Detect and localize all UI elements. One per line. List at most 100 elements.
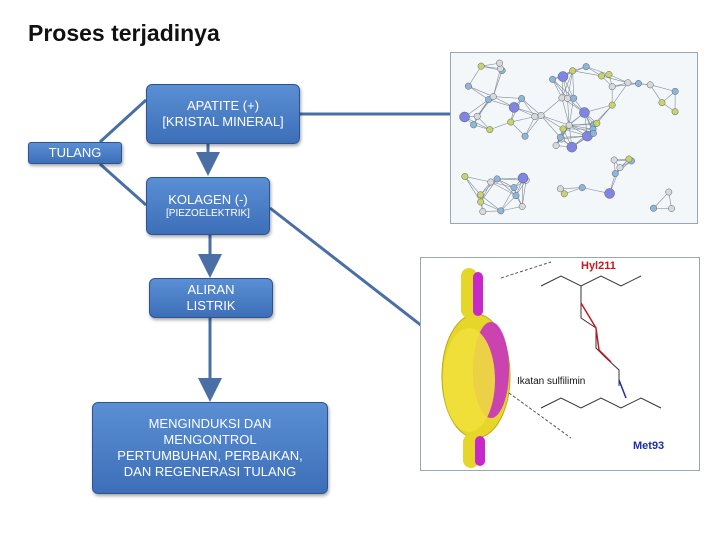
lattice-atom — [569, 67, 577, 75]
lattice-bond — [521, 180, 527, 207]
aliran-label-1: ALIRAN — [187, 281, 235, 297]
kolagen-sublabel: [PIEZOELEKTRIK] — [166, 207, 250, 219]
lattice-atom — [507, 118, 515, 126]
lattice-atom — [589, 129, 597, 137]
lattice-bond — [650, 84, 676, 92]
lattice-bond — [524, 116, 536, 137]
lattice-bond — [492, 68, 501, 97]
apatite-sublabel: [KRISTAL MINERAL] — [162, 114, 284, 129]
lattice-atom — [518, 203, 526, 210]
met-label: Met93 — [633, 440, 665, 452]
lattice-bond — [596, 104, 613, 124]
meng-line-1: MENGINDUKSI DAN — [148, 415, 272, 431]
lattice-atom — [665, 188, 673, 196]
lattice-bond — [480, 201, 501, 212]
lattice-atom — [624, 79, 632, 87]
tulang-box: TULANG — [28, 142, 122, 164]
apatite-crystal-image — [450, 52, 698, 224]
lattice-atom — [616, 164, 624, 172]
lattice-bond — [480, 181, 492, 203]
lattice-atom — [470, 121, 478, 129]
lattice-bond — [500, 206, 523, 212]
lattice-bond — [540, 115, 564, 130]
lattice-bond — [490, 181, 515, 188]
lattice-atom — [517, 172, 529, 184]
lattice-bond — [552, 79, 563, 99]
lattice-bond — [540, 115, 570, 126]
lattice-atom — [459, 111, 470, 123]
lattice-atom — [582, 63, 590, 71]
lattice-atom — [604, 188, 615, 199]
page-title: Proses terjadinya — [28, 20, 220, 46]
lattice-bond — [500, 195, 517, 212]
lattice-atom — [565, 121, 573, 129]
lattice-bond — [608, 74, 629, 84]
lattice-bond — [612, 83, 639, 87]
lattice-atom — [537, 112, 545, 119]
menginduksi-box: MENGINDUKSI DAN MENGONTROL PERTUMBUHAN, … — [92, 402, 328, 494]
lattice-atom — [531, 113, 539, 121]
lattice-atom — [556, 185, 564, 193]
lattice-atom — [608, 83, 616, 91]
lattice-bond — [464, 176, 491, 183]
lattice-atom — [671, 108, 679, 116]
lattice-bond — [489, 121, 511, 130]
lattice-atom — [557, 71, 569, 82]
lattice-bond — [493, 96, 522, 99]
lattice-atom — [635, 80, 642, 87]
lattice-bond — [464, 176, 481, 196]
lattice-bond — [540, 97, 563, 116]
lattice-atom — [608, 101, 616, 109]
lattice-bond — [567, 70, 573, 99]
lattice-bond — [468, 65, 482, 87]
lattice-atom — [593, 119, 601, 127]
aliran-label-2: LISTRIK — [186, 298, 236, 313]
connector-tulang-apatite — [98, 98, 148, 144]
lattice-bond — [586, 66, 610, 75]
lattice-bond — [521, 98, 542, 116]
lattice-atom — [518, 95, 526, 102]
connector-kolagen-collagen — [269, 206, 441, 342]
lattice-atom — [646, 81, 654, 89]
lattice-bond — [611, 82, 629, 106]
lattice-atom — [508, 102, 520, 113]
lattice-atom — [579, 107, 590, 118]
lattice-bond — [521, 98, 536, 117]
lattice-bond — [653, 191, 669, 209]
kolagen-box: KOLAGEN (-) [PIEZOELEKTRIK] — [146, 177, 270, 235]
lattice-atom — [521, 132, 529, 140]
lattice-bond — [552, 79, 574, 99]
lattice-atom — [473, 112, 481, 120]
lattice-bond — [569, 124, 594, 130]
lattice-atom — [671, 87, 679, 95]
collagen-graphic — [441, 261, 662, 468]
lattice-atom — [477, 62, 485, 70]
lattice-bond — [552, 79, 568, 99]
lattice-atom — [560, 190, 568, 198]
lattice-bond — [480, 178, 498, 196]
lattice-bond — [567, 98, 570, 126]
lattice-atom — [668, 205, 675, 212]
lattice-atom — [564, 94, 571, 102]
lattice-atom — [556, 133, 564, 141]
lattice-atom — [598, 72, 605, 80]
lattice-atom — [464, 82, 472, 90]
lattice-atom — [605, 71, 613, 78]
lattice-atom — [611, 170, 619, 178]
lattice-bond — [524, 115, 542, 137]
lattice-bond — [560, 187, 583, 190]
lattice-bond — [492, 70, 503, 97]
lattice-bond — [649, 84, 663, 103]
lattice-atom — [549, 75, 557, 83]
lattice-atom — [476, 191, 484, 199]
apatite-label: APATITE (+) — [186, 97, 260, 113]
lattice-atom — [658, 99, 666, 107]
lattice-atom — [578, 184, 586, 192]
lattice-bond — [496, 178, 517, 196]
lattice-bond — [490, 181, 517, 196]
lattice-bond — [468, 85, 489, 100]
lattice-atom — [496, 59, 503, 67]
meng-line-2: MENGONTROL — [163, 431, 257, 447]
lattice-atom — [566, 141, 578, 153]
